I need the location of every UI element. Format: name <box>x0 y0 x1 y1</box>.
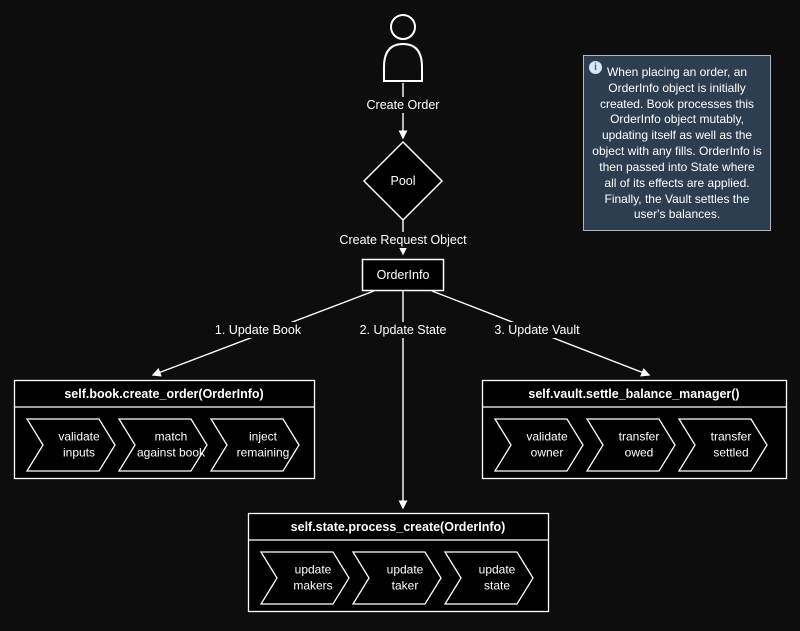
state-box-title: self.state.process_create(OrderInfo) <box>290 520 506 534</box>
vault-step-2-label: transfer owed <box>618 429 660 459</box>
info-icon: i <box>589 61 602 74</box>
pool-node-label: Pool <box>390 174 416 188</box>
book-step-2-label: match against book <box>136 429 206 459</box>
edge-label-update-state: 2. Update State <box>354 322 452 338</box>
book-box-title: self.book.create_order(OrderInfo) <box>64 387 264 401</box>
vault-box-title: self.vault.settle_balance_manager() <box>528 387 740 401</box>
note-box: i When placing an order, an OrderInfo ob… <box>583 55 771 231</box>
edge-label-update-book: 1. Update Book <box>209 322 307 338</box>
book-step-3-label: inject remaining <box>236 429 290 459</box>
edge-label-update-vault: 3. Update Vault <box>489 322 585 338</box>
state-step-2-label: update taker <box>386 562 424 592</box>
state-step-3-label: update state <box>478 562 516 592</box>
orderinfo-node-label: OrderInfo <box>376 268 430 282</box>
vault-step-1-label: validate owner <box>526 429 568 459</box>
vault-step-3-label: transfer settled <box>710 429 752 459</box>
book-step-1-label: validate inputs <box>58 429 100 459</box>
edge-label-create-request-object: Create Request Object <box>334 232 472 248</box>
note-text: When placing an order, an OrderInfo obje… <box>592 65 762 222</box>
state-step-1-label: update makers <box>293 562 333 592</box>
edge-label-create-order: Create Order <box>361 97 445 113</box>
